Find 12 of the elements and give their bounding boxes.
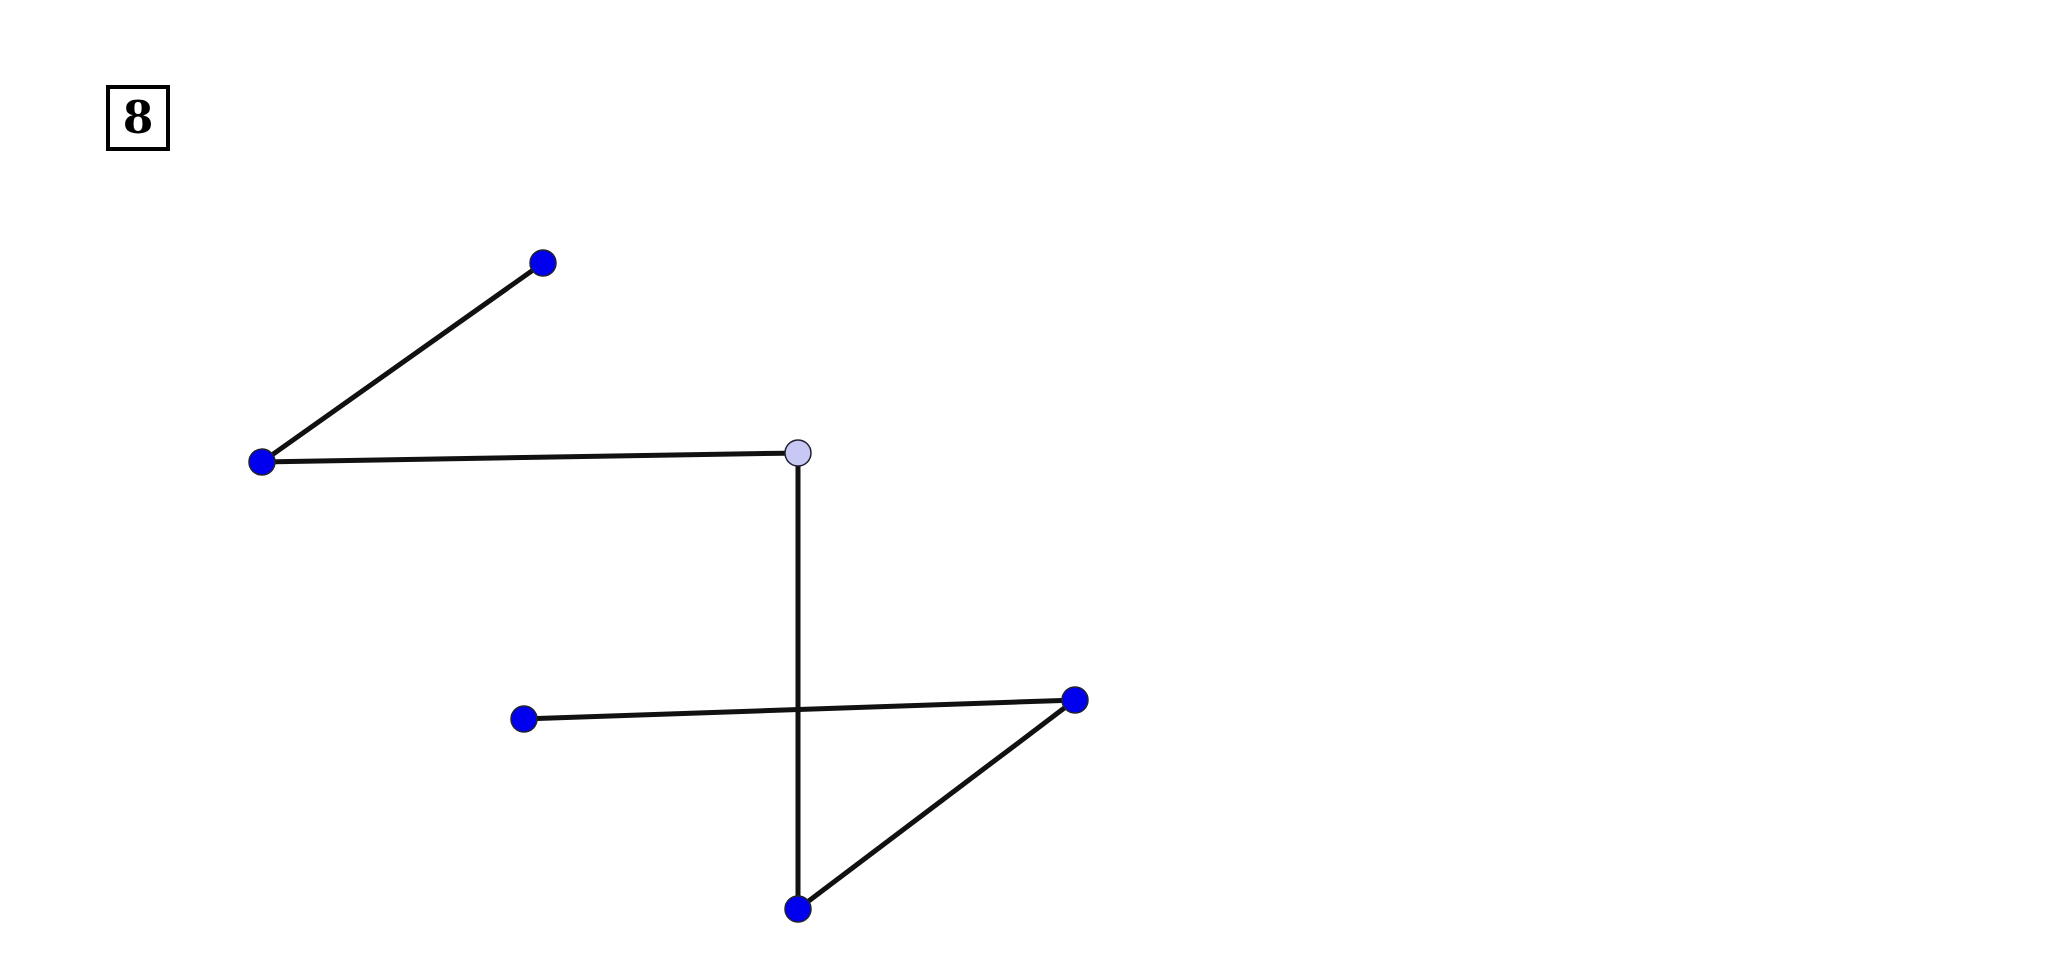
dot (784, 439, 812, 467)
dot (510, 705, 538, 733)
dot (1061, 686, 1089, 714)
number-box: 8 (106, 85, 170, 151)
line (536, 697, 1063, 722)
dot (529, 249, 557, 277)
line (806, 705, 1067, 904)
line (271, 268, 534, 457)
line (274, 450, 786, 465)
dot (784, 895, 812, 923)
dot (248, 448, 276, 476)
line (795, 466, 801, 896)
